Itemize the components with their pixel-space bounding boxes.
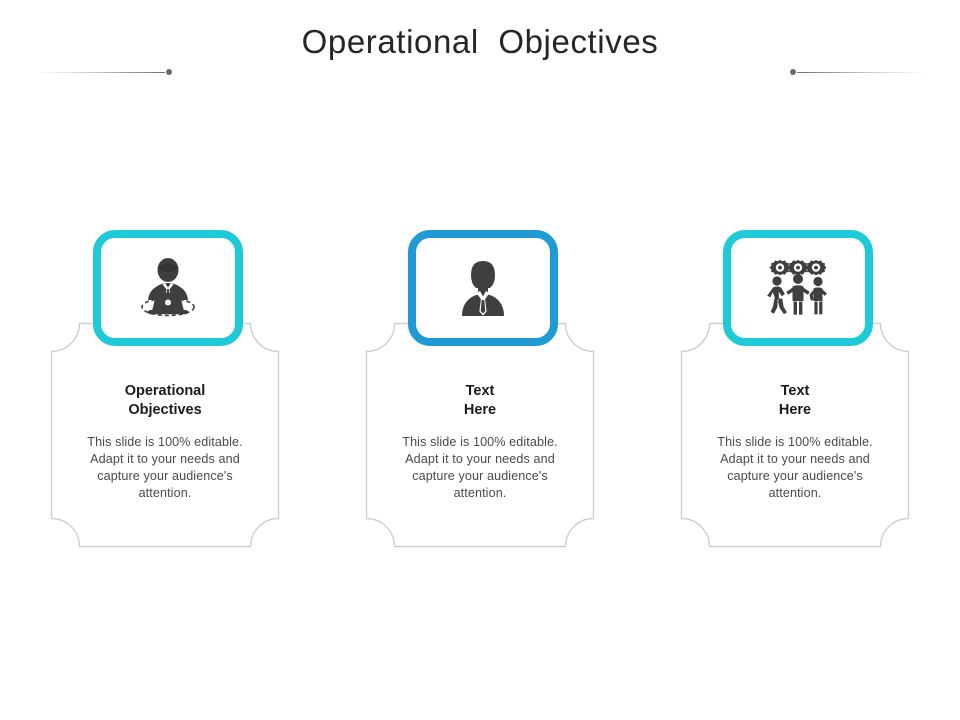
card-text-2: Text Here This slide is 100% editable. A… xyxy=(375,382,585,502)
icon-box-3[interactable] xyxy=(723,230,873,346)
right-decorative-rule xyxy=(790,66,926,78)
feature-card-1[interactable]: Operational Objectives This slide is 100… xyxy=(50,230,280,550)
card-frame-3 xyxy=(680,322,910,548)
card-heading-3: Text Here xyxy=(778,383,812,418)
businessman-bust-icon xyxy=(454,257,512,319)
card-text-3: Text Here This slide is 100% editable. A… xyxy=(690,382,900,502)
feature-card-2[interactable]: Text Here This slide is 100% editable. A… xyxy=(365,230,595,550)
person-at-laptop-icon xyxy=(131,257,205,319)
right-rule-dot xyxy=(790,69,796,75)
card-body-1: This slide is 100% editable. Adapt it to… xyxy=(87,435,243,500)
left-rule-line xyxy=(36,71,165,73)
card-frame-1 xyxy=(50,322,280,548)
right-rule-line xyxy=(797,71,926,73)
card-body-2: This slide is 100% editable. Adapt it to… xyxy=(402,435,558,500)
feature-card-3[interactable]: Text Here This slide is 100% editable. A… xyxy=(680,230,910,550)
team-with-gears-icon xyxy=(758,258,838,318)
left-decorative-rule xyxy=(36,66,172,78)
card-body-3: This slide is 100% editable. Adapt it to… xyxy=(717,435,873,500)
card-heading-2: Text Here xyxy=(463,383,497,418)
left-rule-dot xyxy=(166,69,172,75)
card-frame-2 xyxy=(365,322,595,548)
icon-box-1[interactable] xyxy=(93,230,243,346)
page-title: Operational Objectives xyxy=(301,23,659,60)
card-heading-1: Operational Objectives xyxy=(124,383,206,418)
card-text-1: Operational Objectives This slide is 100… xyxy=(60,382,270,502)
icon-box-2[interactable] xyxy=(408,230,558,346)
